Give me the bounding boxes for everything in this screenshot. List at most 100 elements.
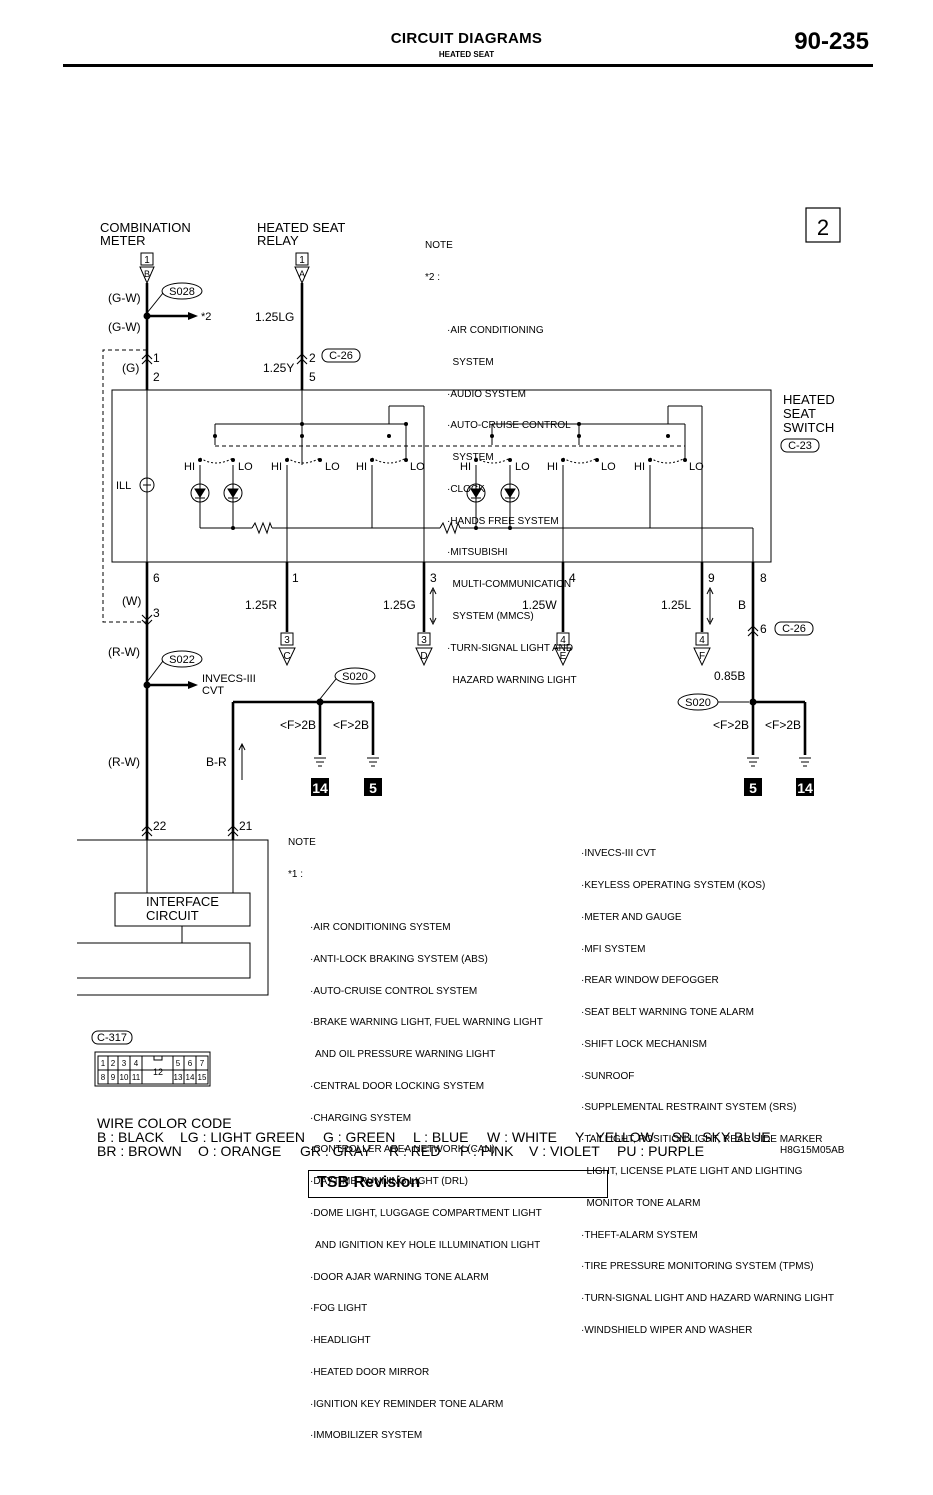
meter-terminal-marker	[139, 266, 155, 285]
switch-label: HEATED	[783, 392, 835, 407]
combination-meter-label-2: METER	[100, 233, 146, 248]
connector-ids: C-26 C-23 C-26 C-317	[97, 350, 812, 1044]
hi-label: HI	[356, 461, 367, 473]
ground-5-right: 5	[749, 780, 757, 796]
note-item: ·TIRE PRESSURE MONITORING SYSTEM (TPMS)	[581, 1261, 814, 1273]
splice-s020-top: S020	[342, 671, 368, 683]
wire-f2b-3: <F>2B	[713, 718, 749, 732]
splice-s020-right: S020	[685, 697, 711, 709]
splice-names: S028 S022 S020 S020	[169, 286, 711, 709]
ref-cvt: CVT	[202, 685, 224, 697]
circuit-diagram: 2 COMBINATION METER HEATED SEAT RELAY HE…	[77, 207, 841, 1087]
ref-invecs: INVECS-III	[202, 673, 256, 685]
wire-color-code-title: WIRE COLOR CODE	[97, 1115, 232, 1131]
note-item: ·SHIFT LOCK MECHANISM	[581, 1038, 707, 1050]
arrow-invecs	[188, 681, 198, 689]
wire-gw-2: (G-W)	[108, 320, 141, 334]
note-item: ·DOME LIGHT, LUGGAGE COMPARTMENT LIGHT	[310, 1207, 542, 1219]
lo-label: LO	[601, 461, 616, 473]
note-bottom-label: NOTE	[288, 837, 316, 849]
note-item: ·WINDSHIELD WIPER AND WASHER	[581, 1324, 753, 1336]
switch-contact-arcs	[199, 457, 686, 464]
splice-dots	[143, 312, 757, 706]
wire-0-85b: 0.85B	[714, 669, 745, 683]
note-item: ·AIR CONDITIONING SYSTEM	[310, 921, 451, 933]
wire-w: (W)	[122, 594, 141, 608]
note-item: AND OIL PRESSURE WARNING LIGHT	[310, 1049, 496, 1061]
color-code-entry: V : VIOLET	[529, 1143, 600, 1159]
wire-f2b-2: <F>2B	[333, 718, 369, 732]
ground-symbols	[314, 757, 811, 767]
color-code-entry: PU : PURPLE	[617, 1143, 705, 1159]
wire-1-25w: 1.25W	[522, 598, 557, 612]
joint-pin-e: 4	[560, 635, 566, 646]
ground-5-left: 5	[369, 780, 377, 796]
terminal-21: 21	[239, 819, 253, 833]
hi-label: HI	[184, 461, 195, 473]
wire-gw-1: (G-W)	[108, 291, 141, 305]
wire-1-25g: 1.25G	[383, 598, 416, 612]
terminal-6b: 6	[760, 622, 767, 636]
switch-label-2: SEAT	[783, 406, 816, 421]
meter-pin-number: 1	[144, 255, 150, 266]
joint-pin-f: 4	[699, 635, 705, 646]
switch-terminal-4: 4	[569, 571, 576, 585]
joint-pin-c: 3	[284, 635, 290, 646]
note-item: ·METER AND GAUGE	[581, 911, 682, 923]
terminal-1: 1	[153, 351, 160, 365]
note-item: ·MFI SYSTEM	[581, 943, 646, 955]
color-code-entry: L : BLUE	[413, 1129, 469, 1145]
note-item: ·BRAKE WARNING LIGHT, FUEL WARNING LIGHT	[310, 1017, 543, 1029]
sheet-index-box	[805, 207, 841, 243]
arrow-star2	[188, 312, 198, 320]
relay-terminal-letter: A	[299, 269, 305, 279]
ref-star2: *2	[201, 311, 211, 323]
note-item: MONITOR TONE ALARM	[581, 1197, 701, 1209]
color-code-entry: W : WHITE	[487, 1129, 557, 1145]
lo-label: LO	[325, 461, 340, 473]
note-top-item: ·AUDIO SYSTEM	[447, 388, 526, 400]
color-code-entry: BR : BROWN	[97, 1143, 182, 1159]
note-top-item: HAZARD WARNING LIGHT	[447, 674, 577, 686]
note-item: ·KEYLESS OPERATING SYSTEM (KOS)	[581, 879, 766, 891]
component-labels: COMBINATION METER HEATED SEAT RELAY HEAT…	[100, 220, 835, 923]
joint-connectors	[278, 632, 711, 667]
wire-rw-2: (R-W)	[108, 755, 140, 769]
terminal-5: 5	[309, 370, 316, 384]
pin-11: 11	[132, 1073, 141, 1082]
joint-letter-e: E	[560, 651, 567, 662]
note-top-label: NOTE	[425, 240, 453, 252]
note-item: ·ANTI-LOCK BRAKING SYSTEM (ABS)	[310, 953, 488, 965]
note-bottom-marker: *1 :	[288, 868, 304, 880]
pin-13: 13	[174, 1073, 183, 1082]
note-top-item: ·AUTO-CRUISE CONTROL	[447, 420, 571, 432]
note-top-item: ·AIR CONDITIONING	[447, 324, 544, 336]
color-code-entry: Y : YELLOW	[575, 1129, 654, 1145]
relay-label: HEATED SEAT	[257, 220, 345, 235]
joint-connector-labels: 3 3 4 4 C D E F	[283, 635, 705, 662]
note-top-marker: *2 :	[425, 271, 441, 283]
pin-8: 8	[101, 1073, 106, 1082]
color-code-entry: P : PINK	[460, 1143, 514, 1159]
wire-1-25l: 1.25L	[661, 598, 691, 612]
switch-label-3: SWITCH	[783, 420, 834, 435]
color-code-entry: B : BLACK	[97, 1129, 164, 1145]
wire-f2b-4: <F>2B	[765, 718, 801, 732]
switch-terminal-1: 1	[292, 571, 299, 585]
note-item: ·INVECS-III CVT	[581, 848, 657, 860]
page-title: CIRCUIT DIAGRAMS	[390, 30, 543, 47]
lo-label: LO	[689, 461, 704, 473]
switch-terminal-9: 9	[708, 571, 715, 585]
terminal-2b: 2	[309, 351, 316, 365]
note-item: ·CHARGING SYSTEM	[310, 1112, 412, 1124]
pin-10: 10	[120, 1073, 129, 1082]
note-item: ·SEAT BELT WARNING TONE ALARM	[581, 1007, 755, 1019]
pin-1: 1	[101, 1059, 106, 1068]
page-subtitle: HEATED SEAT	[438, 50, 495, 59]
ground-14-left: 14	[312, 780, 328, 796]
tsb-revision: TSB Revision	[308, 1170, 608, 1198]
color-code-entry: LG : LIGHT GREEN	[180, 1129, 305, 1145]
pin-9: 9	[111, 1073, 116, 1082]
note-item: ·IMMOBILIZER SYSTEM	[310, 1430, 423, 1442]
